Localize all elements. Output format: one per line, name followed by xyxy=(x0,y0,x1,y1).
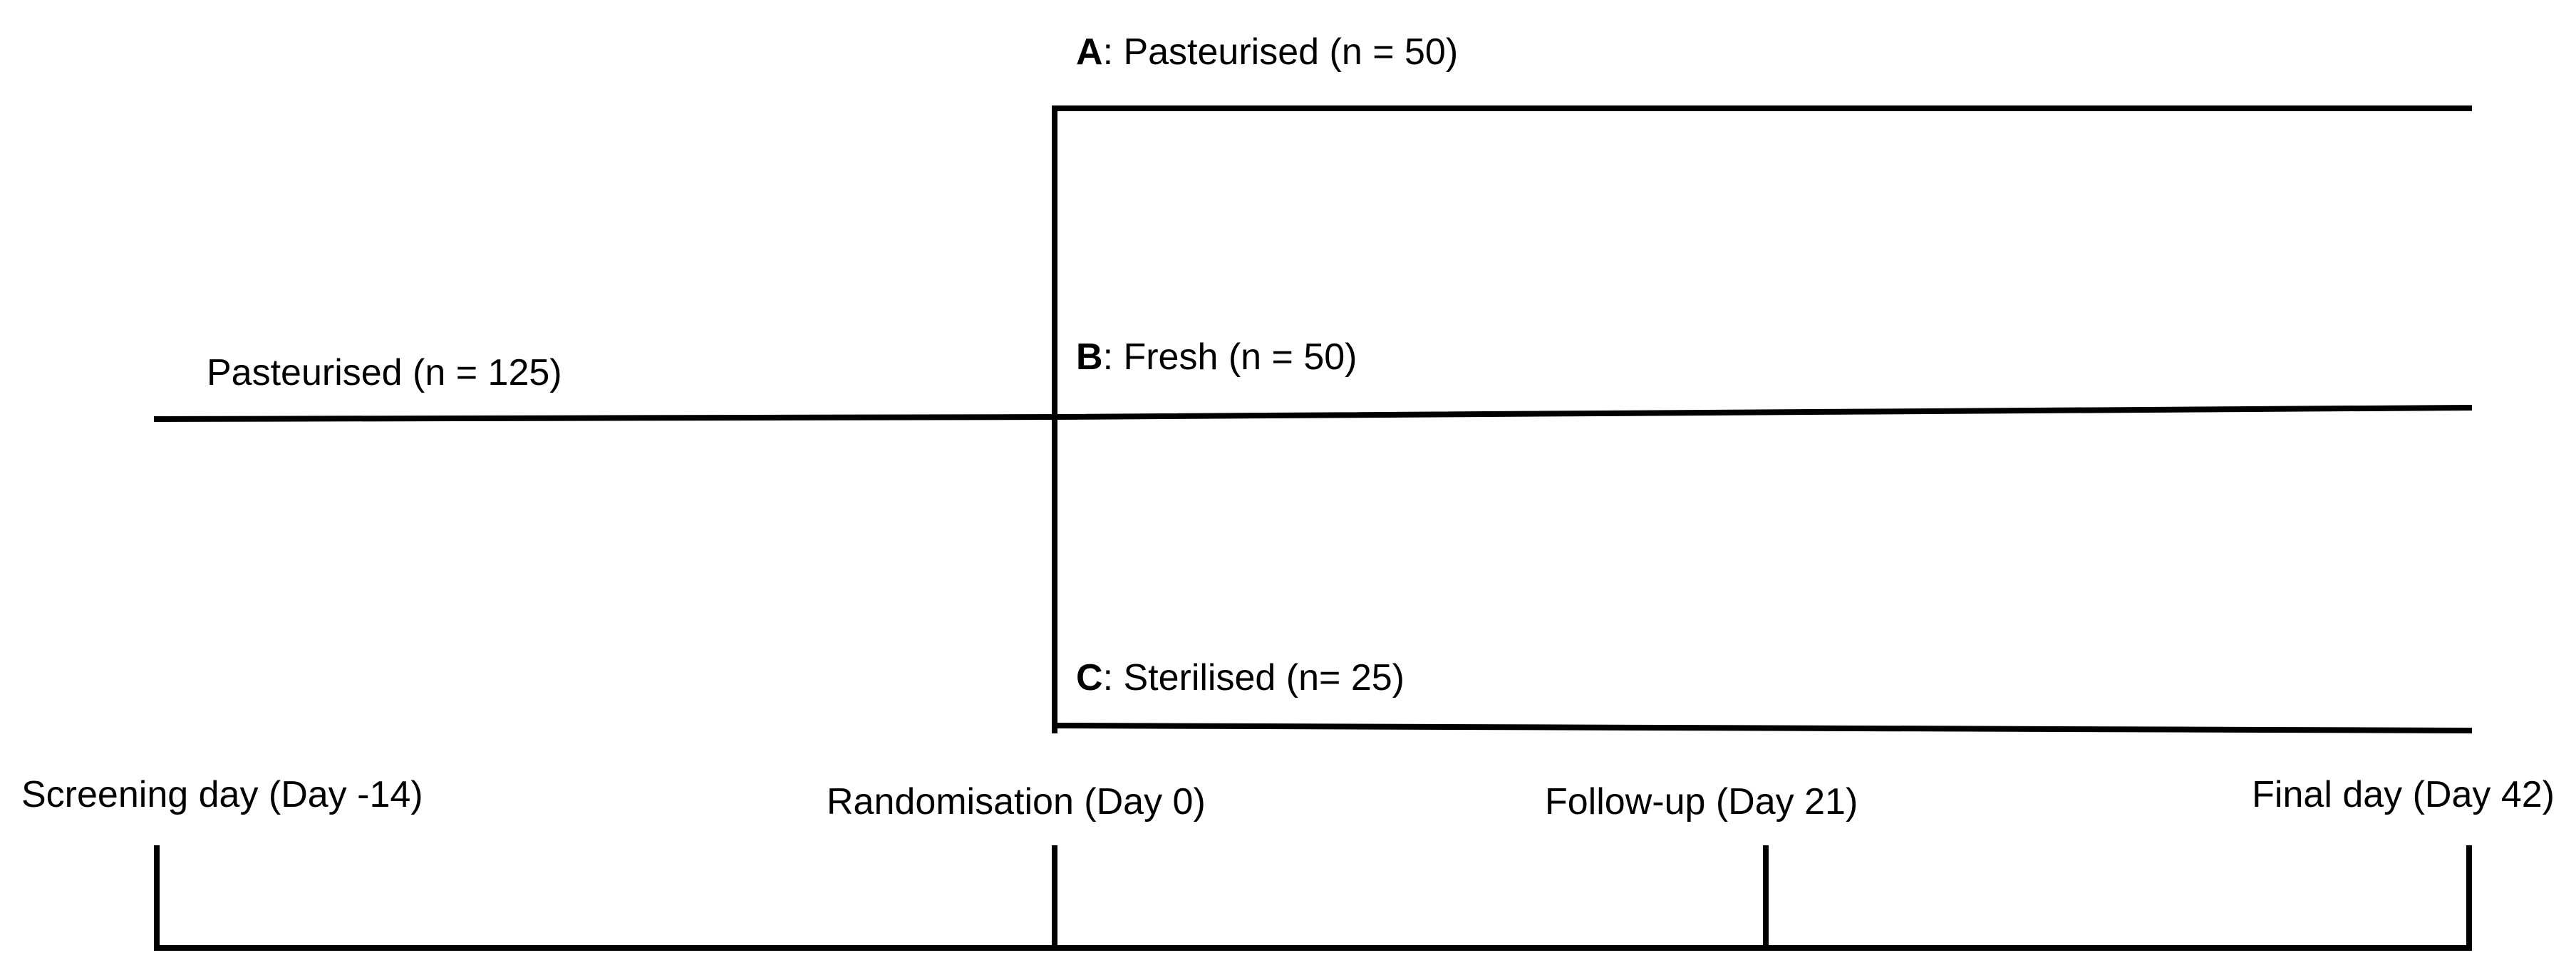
arm-c-label: C: Sterilised (n= 25) xyxy=(1076,657,1405,698)
arm-c-line xyxy=(1051,722,2473,734)
timeline-label-final: Final day (Day 42) xyxy=(2252,774,2555,815)
arm-c-text: : Sterilised (n= 25) xyxy=(1103,657,1405,698)
arm-b-line xyxy=(1051,404,2473,421)
arm-b-text: : Fresh (n = 50) xyxy=(1103,336,1357,378)
arm-a-letter: A xyxy=(1076,31,1103,73)
timeline-label-screening: Screening day (Day -14) xyxy=(21,774,423,815)
run-in-line xyxy=(153,413,1058,423)
arm-a-label: A: Pasteurised (n = 50) xyxy=(1076,31,1458,73)
timeline-label-randomisation: Randomisation (Day 0) xyxy=(827,781,1206,822)
arm-c-letter: C xyxy=(1076,657,1103,698)
run-in-label: Pasteurised (n = 125) xyxy=(207,352,562,393)
timeline-label-follow-up: Follow-up (Day 21) xyxy=(1545,781,1858,822)
arm-b-label: B: Fresh (n = 50) xyxy=(1076,336,1357,378)
arm-b-letter: B xyxy=(1076,336,1103,378)
arm-a-text: : Pasteurised (n = 50) xyxy=(1103,31,1459,73)
